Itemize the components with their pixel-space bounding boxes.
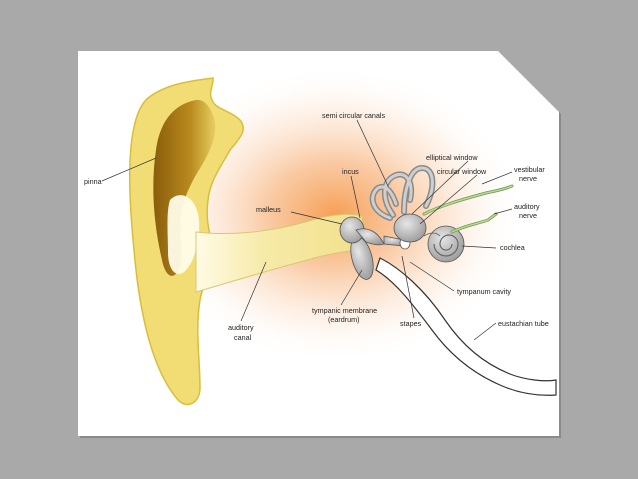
label-vestibular-nerve-line2: nerve — [519, 174, 537, 183]
leader-lines — [101, 119, 513, 341]
label-semi-circular-canals: semi circular canals — [322, 111, 386, 120]
label-auditory-nerve-line2: nerve — [519, 211, 537, 220]
label-auditory-nerve-line1: auditory — [514, 202, 540, 211]
label-malleus: malleus — [256, 205, 281, 214]
label-eustachian-tube: eustachian tube — [498, 319, 549, 328]
nerves-shape — [422, 184, 514, 234]
semicircular-canals-shape — [369, 164, 436, 221]
label-incus: incus — [342, 167, 359, 176]
pinna-shape — [128, 77, 244, 406]
label-stapes: stapes — [400, 319, 422, 328]
eustachian-tube-shape — [375, 257, 557, 396]
diagram-labels: semi circular canals elliptical window i… — [84, 111, 549, 342]
label-tympanic-membrane-line2: (eardrum) — [328, 315, 360, 324]
ossicles-shape — [339, 216, 411, 250]
cochlea-shape — [423, 225, 465, 263]
label-tympanum-cavity: tympanum cavity — [457, 287, 511, 296]
label-tympanic-membrane-line1: tympanic membrane — [312, 306, 377, 315]
label-circular-window: circular window — [437, 167, 487, 176]
label-auditory-canal-line1: auditory — [228, 323, 254, 332]
label-cochlea: cochlea — [500, 243, 525, 252]
label-vestibular-nerve-line1: vestibular — [514, 165, 545, 174]
label-pinna: pinna — [84, 177, 102, 186]
vestibule-shape — [393, 213, 427, 243]
label-elliptical-window: elliptical window — [426, 153, 478, 162]
label-auditory-canal-line2: canal — [234, 333, 252, 342]
